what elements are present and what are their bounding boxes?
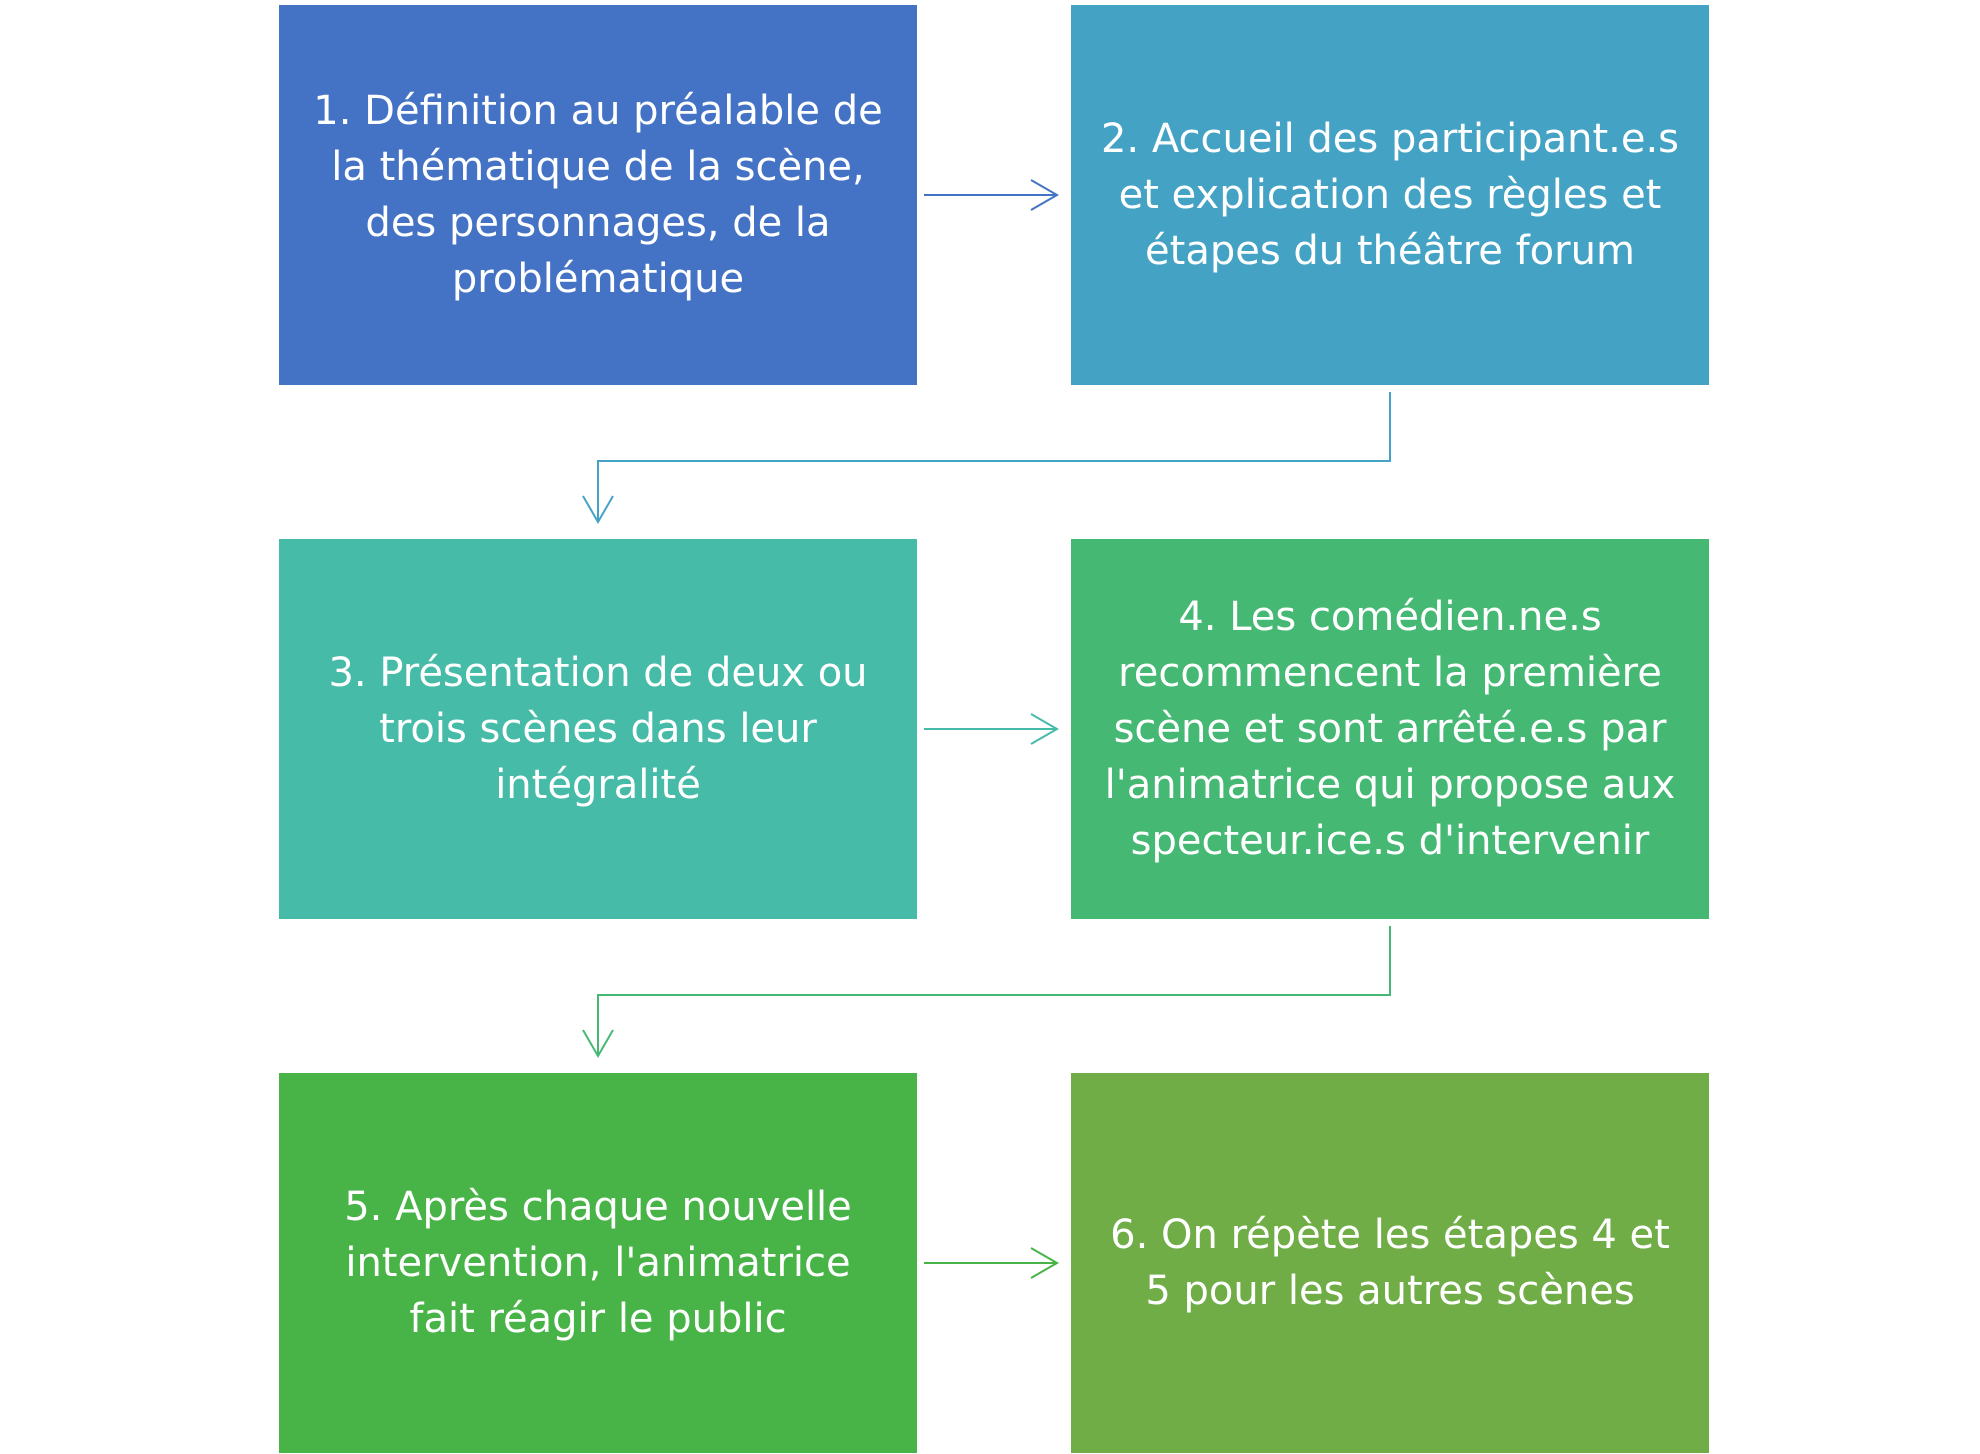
arrow-1-to-2 [924, 179, 1060, 211]
step-4-box: 4. Les comédien.ne.s recommencent la pre… [1071, 539, 1709, 919]
step-3-box: 3. Présentation de deux ou trois scènes … [279, 539, 917, 919]
step-2-box: 2. Accueil des participant.e.s et explic… [1071, 5, 1709, 385]
arrow-4-to-5 [582, 926, 1391, 1059]
step-4-text: 4. Les comédien.ne.s recommencent la pre… [1104, 594, 1676, 864]
step-5-box: 5. Après chaque nouvelle intervention, l… [279, 1073, 917, 1453]
step-2-text: 2. Accueil des participant.e.s et explic… [1100, 116, 1680, 274]
arrow-3-to-4 [924, 713, 1060, 745]
step-3-text: 3. Présentation de deux ou trois scènes … [328, 650, 868, 808]
step-6-text: 6. On répète les étapes 4 et 5 pour les … [1110, 1212, 1670, 1314]
step-1-text: 1. Définition au préalable de la thémati… [313, 88, 883, 302]
arrow-5-to-6 [924, 1247, 1060, 1279]
step-6-box: 6. On répète les étapes 4 et 5 pour les … [1071, 1073, 1709, 1453]
step-1-box: 1. Définition au préalable de la thémati… [279, 5, 917, 385]
step-5-text: 5. Après chaque nouvelle intervention, l… [344, 1184, 852, 1342]
arrow-2-to-3 [582, 392, 1391, 525]
